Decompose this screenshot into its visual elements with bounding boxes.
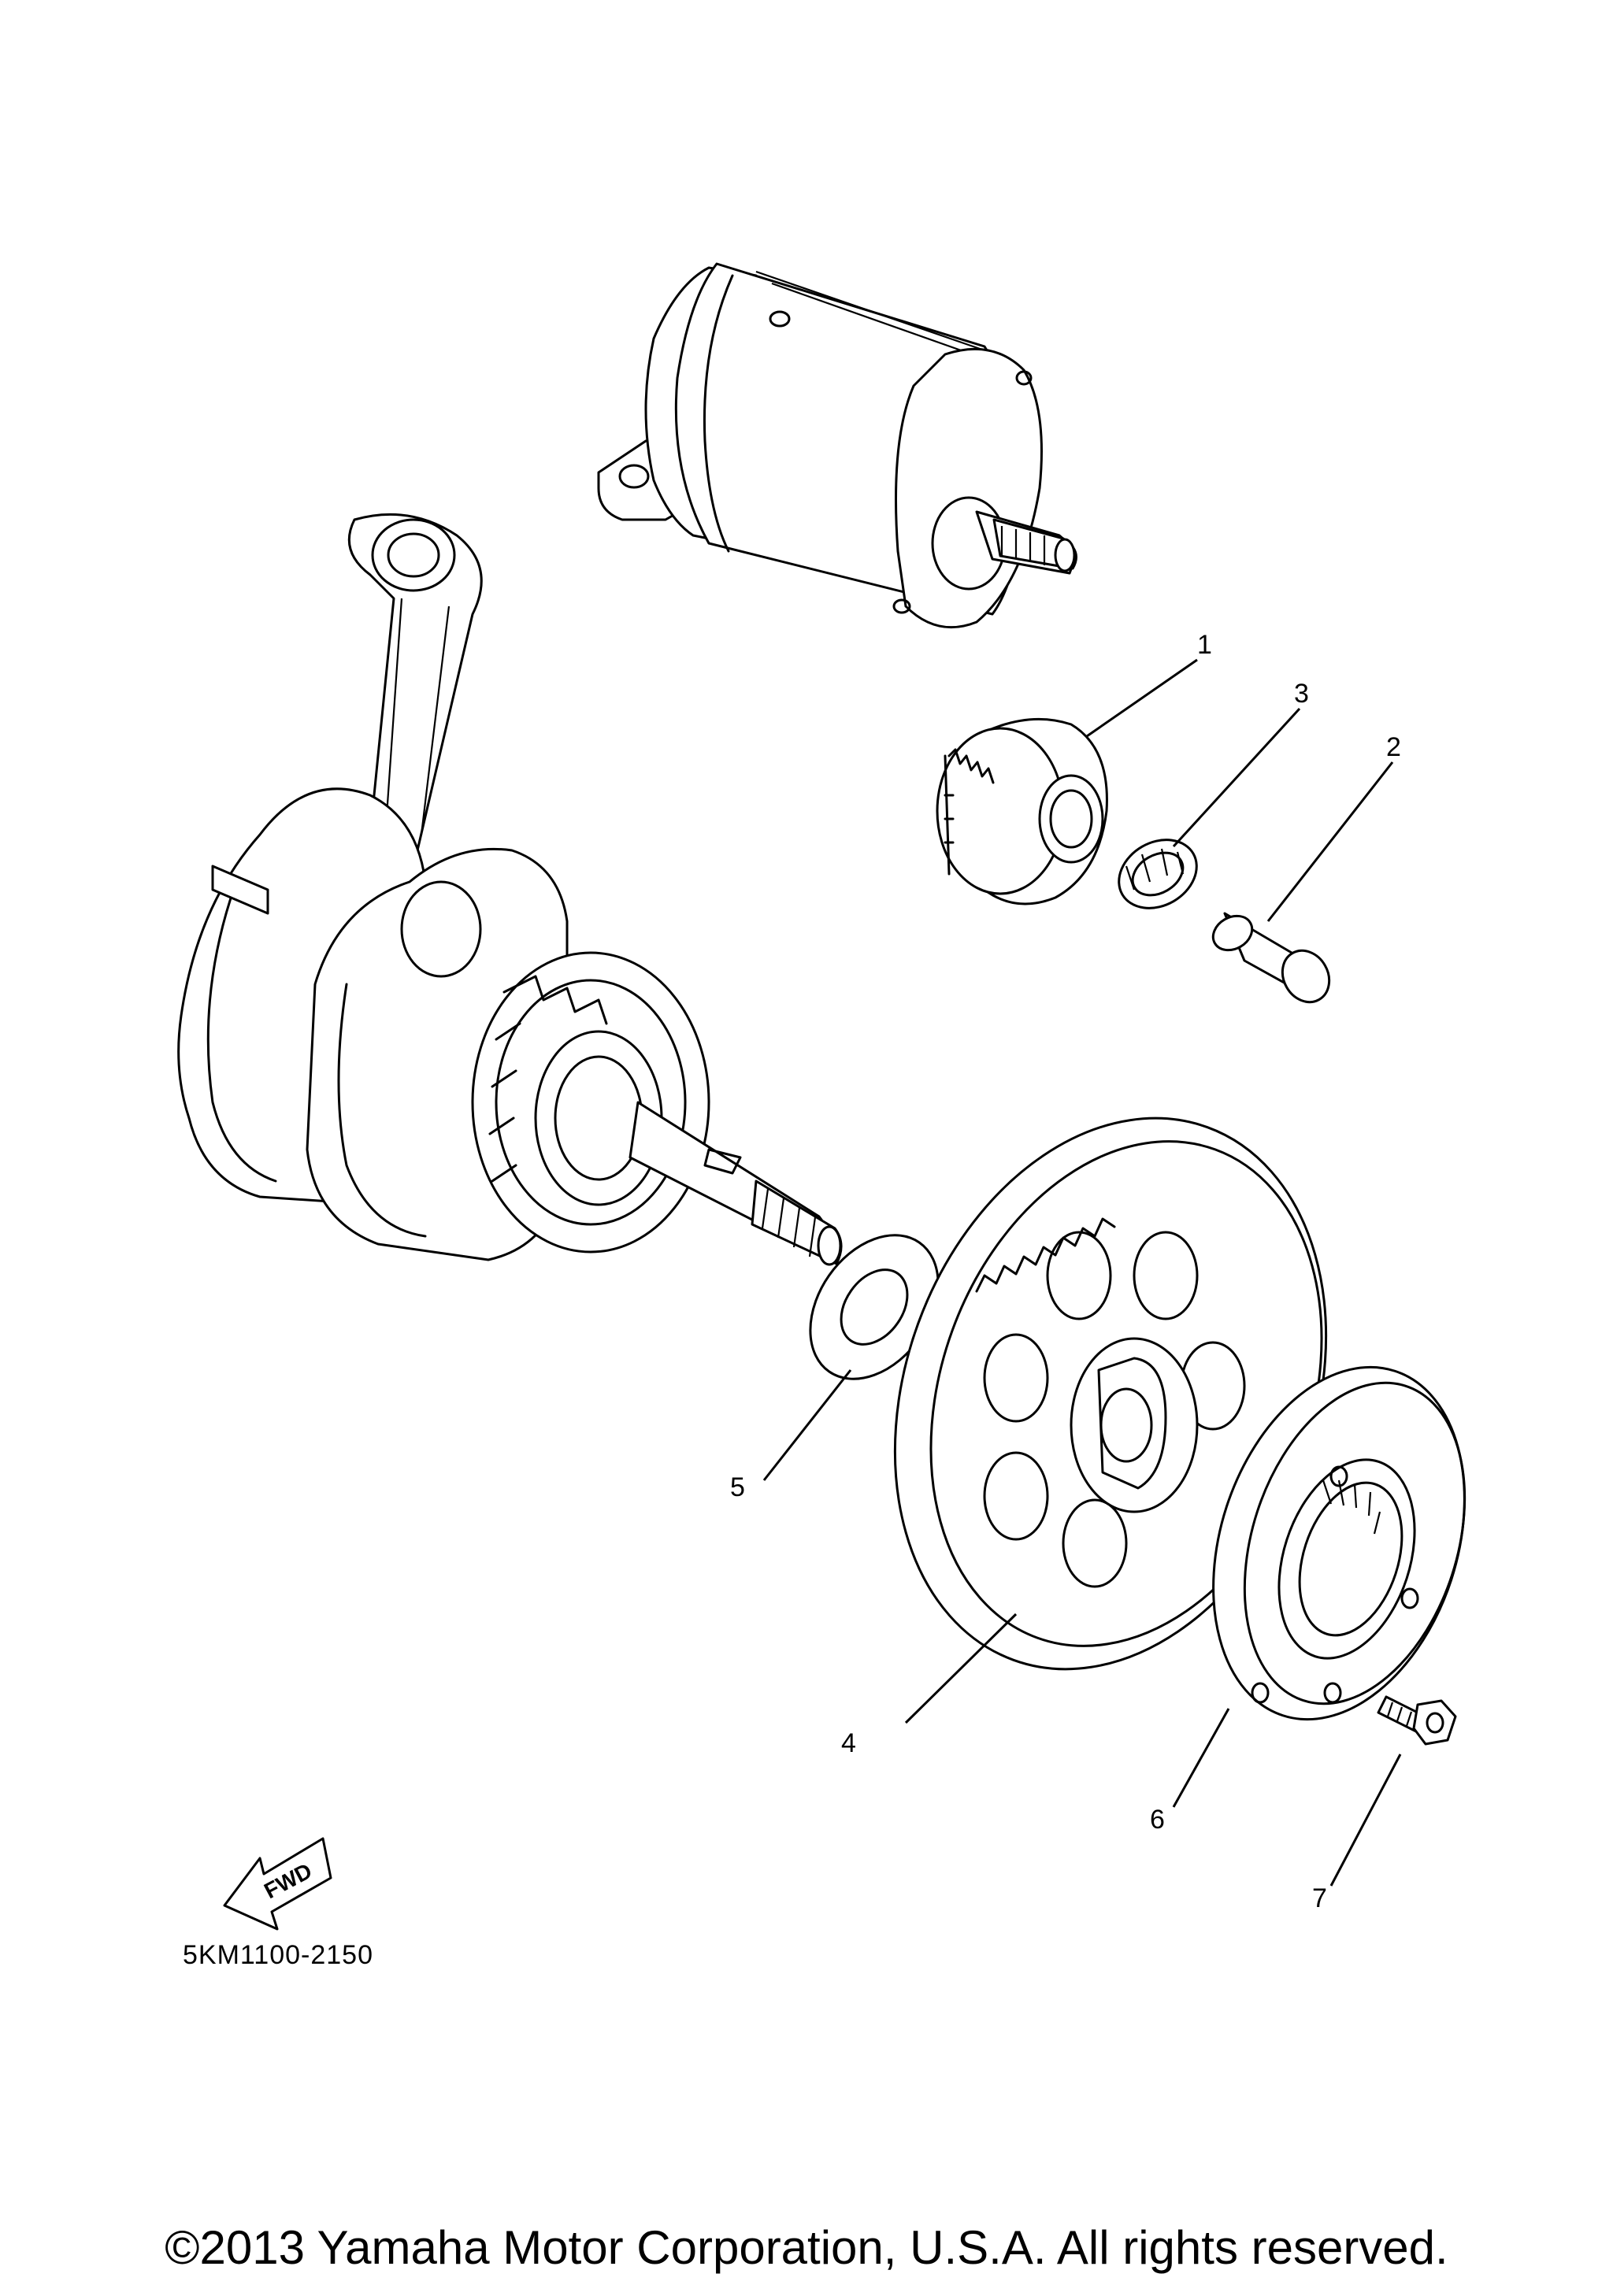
diagram-code: 5KM1100-2150 <box>183 1940 373 1970</box>
needle-bearing-part-3 <box>1118 839 1198 909</box>
fwd-arrow-icon: FWD <box>223 1837 332 1931</box>
callout-1: 1 <box>1197 630 1212 660</box>
starter-motor <box>597 262 1077 629</box>
copyright-notice: ©2013 Yamaha Motor Corporation, U.S.A. A… <box>165 2221 1448 2274</box>
callout-3: 3 <box>1294 679 1309 709</box>
idle-gear-part-1 <box>936 717 1108 905</box>
crankshaft-assembly <box>177 513 843 1266</box>
callout-5: 5 <box>730 1472 745 1502</box>
callout-2: 2 <box>1386 732 1401 762</box>
callout-leaders <box>762 658 1402 1887</box>
one-way-clutch-part-6 <box>1212 1365 1467 1721</box>
callout-4: 4 <box>841 1728 856 1758</box>
callout-6: 6 <box>1150 1805 1165 1835</box>
callout-7: 7 <box>1312 1883 1327 1913</box>
starter-wheel-gear-part-4 <box>893 1117 1328 1671</box>
bolt-part-7 <box>1377 1695 1457 1746</box>
shaft-part-2 <box>1211 912 1331 1004</box>
